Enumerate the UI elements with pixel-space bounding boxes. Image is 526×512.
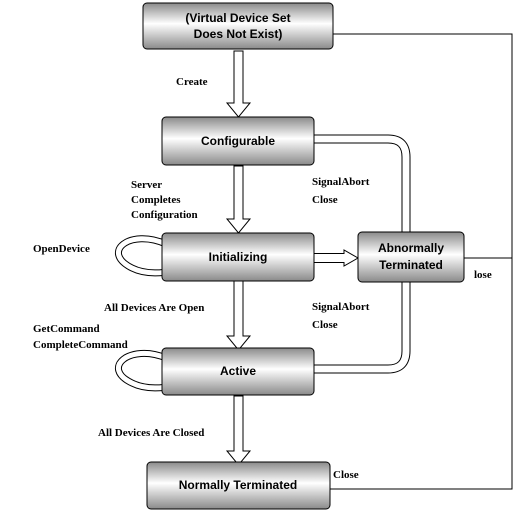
- label-all-devices-closed: All Devices Are Closed: [98, 427, 204, 439]
- state-abnormal-line1: Abnormally: [378, 241, 444, 255]
- state-normal-label: Normally Terminated: [179, 478, 297, 492]
- arrow-all-devices-closed: [225, 395, 252, 466]
- label-create: Create: [176, 76, 208, 88]
- label-open-device: OpenDevice: [33, 243, 90, 255]
- label-completes: Completes: [131, 194, 181, 206]
- arrow-create: [225, 50, 252, 118]
- label-close-normal: Close: [333, 469, 359, 481]
- state-initializing-label: Initializing: [209, 250, 268, 264]
- arrow-initializing-to-abnormal: [313, 249, 360, 267]
- state-active-label: Active: [220, 364, 256, 378]
- pipe-configurable-to-abnormal: [314, 134, 411, 232]
- pipe-active-to-abnormal: [314, 282, 411, 374]
- state-nonexistent-line1: (Virtual Device Set: [185, 11, 290, 25]
- arrow-all-devices-open: [225, 280, 252, 351]
- label-close-abnormal: lose: [474, 269, 492, 281]
- state-abnormal-line2: Terminated: [379, 258, 443, 272]
- state-abnormally-terminated: Abnormally Terminated: [357, 231, 465, 283]
- state-nonexistent: (Virtual Device Set Does Not Exist): [142, 2, 334, 50]
- label-close-2: Close: [312, 319, 338, 331]
- label-get-command: GetCommand: [33, 323, 100, 335]
- close-line-abnormal: [320, 30, 513, 259]
- arrow-server-completes: [225, 165, 252, 234]
- state-normally-terminated: Normally Terminated: [146, 461, 331, 510]
- label-close-1: Close: [312, 194, 338, 206]
- state-configurable-label: Configurable: [201, 134, 275, 148]
- label-server: Server: [131, 179, 162, 191]
- state-nonexistent-line2: Does Not Exist): [194, 27, 283, 41]
- state-initializing: Initializing: [161, 232, 315, 282]
- close-line-normal: [330, 258, 513, 490]
- label-signal-abort-1: SignalAbort: [312, 176, 370, 188]
- label-signal-abort-2: SignalAbort: [312, 301, 370, 313]
- label-all-devices-open: All Devices Are Open: [104, 302, 204, 314]
- state-active: Active: [161, 347, 315, 396]
- label-complete-command: CompleteCommand: [33, 339, 128, 351]
- label-configuration: Configuration: [131, 209, 198, 221]
- state-configurable: Configurable: [161, 116, 315, 166]
